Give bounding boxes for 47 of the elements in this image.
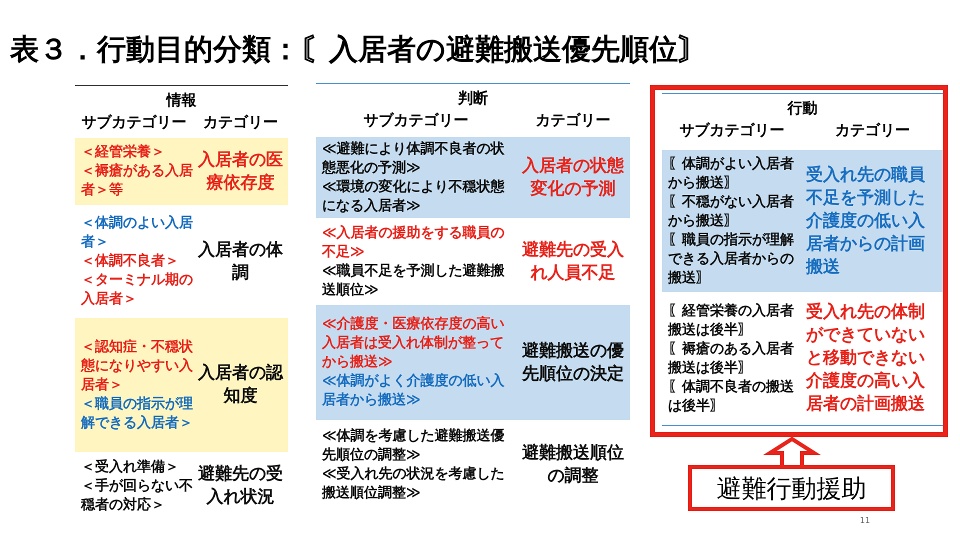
subcategory-text: 〖不穏がない入居者から搬送〗 [668, 192, 795, 230]
subcategory-text: 〖経管栄養の入居者搬送は後半〗 [668, 302, 795, 340]
column-header: サブカテゴリー [678, 121, 786, 140]
subcategory-text: ＜体調不良者＞ [81, 252, 180, 271]
highlight-frame [650, 85, 948, 437]
category-text: 受入れ先の職員不足を予測した介護度の低い入居者からの計画搬送 [806, 164, 926, 278]
subcategory-text: ＜認知症・不穏状態になりやすい入居者＞ [81, 338, 193, 394]
category-text: 入居者の医療依存度 [197, 148, 284, 194]
subcategory-text: 〖体調不良者の搬送は後半〗 [668, 378, 795, 416]
category-text: 受入れ先の体制ができていないと移動できない介護度の高い入居者の計画搬送 [806, 301, 926, 416]
subcategory-text: ＜ターミナル期の入居者＞ [81, 271, 193, 309]
subcategory-text: ≪体調を考慮した避難搬送優先順位の調整≫ [322, 427, 506, 465]
column-header: サブカテゴリー [80, 113, 188, 132]
subcategory-text: ＜経管栄養＞ [81, 143, 166, 162]
column-header: カテゴリー [534, 111, 612, 130]
block-arrow [763, 436, 821, 467]
subcategory-text: ＜手が回らない不穏者の対応＞ [81, 476, 193, 514]
category-text: 入居者の認知度 [197, 362, 284, 408]
table-heading: 判断 [456, 89, 489, 108]
slide-title: 表３．行動目的分類：〘入居者の避難搬送優先順位〙 [10, 31, 708, 68]
subcategory-text: ＜褥瘡がある入居者＞等 [81, 162, 193, 200]
subcategory-text: 〖職員の指示が理解できる入居者からの搬送〗 [668, 230, 795, 288]
table-heading: 情報 [164, 91, 198, 110]
category-text: 避難搬送順位の調整 [521, 442, 625, 488]
column-header: カテゴリー [202, 113, 279, 132]
subcategory-text: ＜受入れ準備＞ [81, 458, 180, 476]
subcategory-text: ≪入居者の援助をする職員の不足≫ [322, 224, 506, 262]
category-text: 避難先の受入れ人員不足 [521, 238, 625, 284]
subcategory-text: ≪環境の変化により不穏状態になる入居者≫ [322, 178, 506, 216]
subcategory-text: ≪避難により体調不良者の状態悪化の予測≫ [322, 140, 506, 178]
subcategory-text: 〖褥瘡のある入居者搬送は後半〗 [668, 340, 795, 378]
category-text: 入居者の状態変化の予測 [520, 154, 625, 200]
subcategory-text: ≪受入れ先の状況を考慮した搬送順位調整≫ [322, 465, 506, 503]
action-box: 避難行動援助 [688, 465, 895, 511]
category-text: 避難先の受入れ状況 [197, 463, 284, 509]
subcategory-text: ＜体調のよい入居者＞ [81, 214, 193, 252]
subcategory-text: ≪介護度・医療依存度の高い入居者は受入れ体制が整ってから搬送≫ [322, 315, 506, 372]
subcategory-text: ＜職員の指示が理解できる入居者＞ [81, 394, 193, 432]
column-header: サブカテゴリー [362, 111, 470, 130]
category-text: 避難搬送の優先順位の決定 [520, 340, 625, 386]
subcategory-text: ≪職員不足を予測した避難搬送順位≫ [322, 262, 506, 300]
table-heading: 行動 [786, 99, 818, 118]
page-number: 11 [858, 516, 872, 525]
column-header: カテゴリー [834, 121, 911, 140]
subcategory-text: 〖体調がよい入居者から搬送〗 [668, 154, 795, 192]
subcategory-text: ≪体調がよく介護度の低い入居者から搬送≫ [322, 372, 506, 410]
category-text: 入居者の体調 [197, 238, 284, 284]
